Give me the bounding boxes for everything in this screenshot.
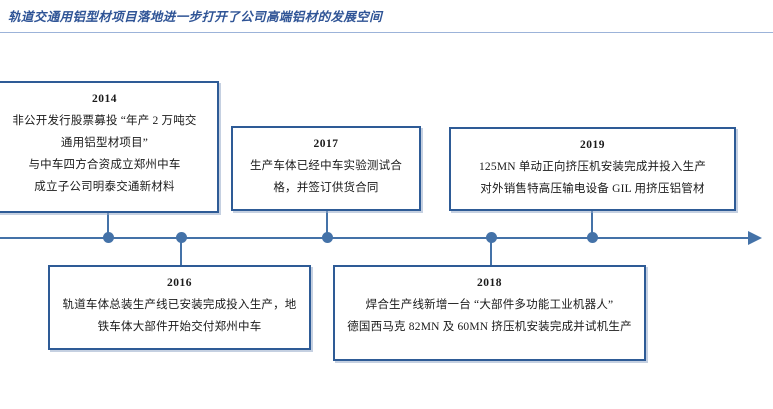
connector-2014 bbox=[107, 212, 109, 238]
event-line: 125MN 单动正向挤压机安装完成并投入生产 bbox=[478, 161, 707, 173]
event-line: 轨道车体总装生产线已安装完成投入生产，地 bbox=[62, 299, 297, 311]
event-year-2017: 2017 bbox=[313, 138, 339, 150]
event-year-2014: 2014 bbox=[92, 93, 117, 105]
event-line: 格，并签订供货合同 bbox=[273, 182, 379, 194]
event-line: 通用铝型材项目” bbox=[60, 137, 149, 149]
page-title: 轨道交通用铝型材项目落地进一步打开了公司高端铝材的发展空间 bbox=[8, 10, 383, 24]
header-divider bbox=[0, 32, 773, 33]
event-year-2016: 2016 bbox=[167, 277, 192, 289]
event-box-2019[interactable]: 2019 125MN 单动正向挤压机安装完成并投入生产 对外销售特高压输电设备 … bbox=[449, 127, 736, 211]
event-line: 德国西马克 82MN 及 60MN 挤压机安装完成并试机生产 bbox=[347, 321, 632, 333]
event-body-2016: 轨道车体总装生产线已安装完成投入生产，地 铁车体大部件开始交付郑州中车 bbox=[63, 294, 297, 338]
event-body-2018: 焊合生产线新增一台 “大部件多功能工业机器人” 德国西马克 82MN 及 60M… bbox=[347, 294, 632, 338]
event-year-2018: 2018 bbox=[477, 277, 502, 289]
event-line: 与中车四方合资成立郑州中车 bbox=[28, 159, 181, 171]
timeline-axis bbox=[0, 237, 752, 239]
event-year-2019: 2019 bbox=[580, 139, 605, 151]
connector-2019 bbox=[591, 210, 593, 238]
event-body-2019: 125MN 单动正向挤压机安装完成并投入生产 对外销售特高压输电设备 GIL 用… bbox=[479, 156, 706, 200]
page-header: 轨道交通用铝型材项目落地进一步打开了公司高端铝材的发展空间 bbox=[0, 0, 773, 34]
event-line: 成立子公司明泰交通新材料 bbox=[34, 181, 175, 193]
timeline-marker-2016[interactable] bbox=[175, 232, 187, 243]
event-box-2018[interactable]: 2018 焊合生产线新增一台 “大部件多功能工业机器人” 德国西马克 82MN … bbox=[333, 265, 646, 361]
event-line: 对外销售特高压输电设备 GIL 用挤压铝管材 bbox=[480, 183, 705, 195]
connector-2018 bbox=[490, 238, 492, 266]
arrow-right-icon bbox=[748, 231, 762, 245]
event-line: 生产车体已经中车实验测试合 bbox=[249, 160, 403, 172]
event-line: 焊合生产线新增一台 “大部件多功能工业机器人” bbox=[365, 299, 614, 311]
timeline-marker-2018[interactable] bbox=[485, 232, 497, 243]
event-box-2016[interactable]: 2016 轨道车体总装生产线已安装完成投入生产，地 铁车体大部件开始交付郑州中车 bbox=[48, 265, 311, 350]
event-body-2014: 非公开发行股票募投 “年产 2 万吨交 通用铝型材项目” 与中车四方合资成立郑州… bbox=[12, 110, 196, 198]
event-line: 非公开发行股票募投 “年产 2 万吨交 bbox=[12, 115, 197, 127]
event-box-2014[interactable]: 2014 非公开发行股票募投 “年产 2 万吨交 通用铝型材项目” 与中车四方合… bbox=[0, 81, 219, 213]
event-body-2017: 生产车体已经中车实验测试合 格，并签订供货合同 bbox=[250, 155, 402, 199]
connector-2017 bbox=[326, 210, 328, 238]
event-line: 铁车体大部件开始交付郑州中车 bbox=[97, 321, 262, 333]
connector-2016 bbox=[180, 238, 182, 266]
event-box-2017[interactable]: 2017 生产车体已经中车实验测试合 格，并签订供货合同 bbox=[231, 126, 421, 211]
